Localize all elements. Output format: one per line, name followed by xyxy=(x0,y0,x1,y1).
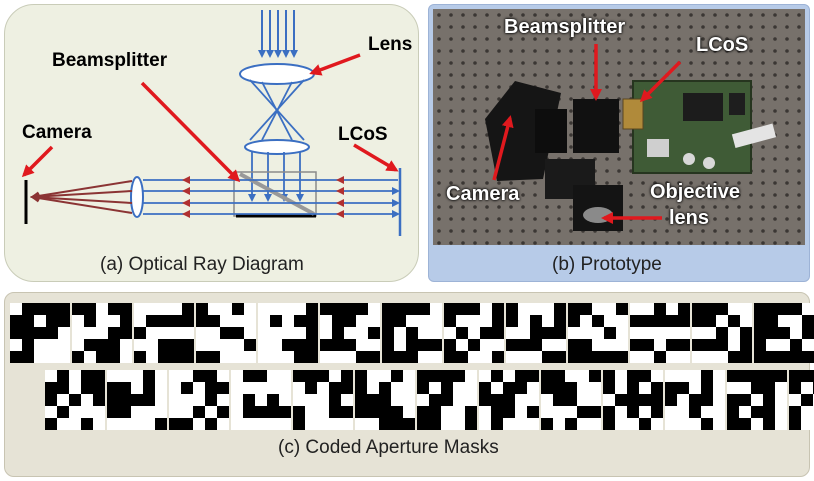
coded-aperture-mask xyxy=(603,370,663,430)
proto-objective-label: Objective xyxy=(650,181,741,203)
coded-aperture-mask xyxy=(196,303,256,363)
coded-aperture-mask xyxy=(169,370,229,430)
coded-aperture-mask xyxy=(382,303,442,363)
camera-lens xyxy=(130,176,144,218)
lcos-label: LCoS xyxy=(338,124,388,145)
coded-aperture-mask xyxy=(355,370,415,430)
camera-arrow xyxy=(21,145,54,178)
coded-aperture-mask xyxy=(789,370,814,430)
coded-aperture-mask xyxy=(665,370,725,430)
proto-lens-label: lens xyxy=(669,207,710,229)
coded-aperture-mask xyxy=(293,370,353,430)
camera-body xyxy=(485,81,561,181)
coded-aperture-mask xyxy=(45,370,105,430)
beamsplitter-assembly xyxy=(573,99,619,153)
prototype-photo xyxy=(433,9,805,245)
mask-row-1 xyxy=(10,303,814,363)
camera-label: Camera xyxy=(22,122,92,143)
coded-aperture-mask xyxy=(568,303,628,363)
mask-row-2 xyxy=(45,370,814,430)
coded-aperture-mask xyxy=(630,303,690,363)
proto-lcos-label: LCoS xyxy=(696,34,749,56)
panel-a-caption: (a) Optical Ray Diagram xyxy=(100,254,304,275)
coded-aperture-mask xyxy=(692,303,752,363)
coded-aperture-mask xyxy=(72,303,132,363)
lcos-arrow xyxy=(353,143,399,172)
coded-aperture-mask xyxy=(107,370,167,430)
lens-label: Lens xyxy=(368,34,413,55)
camera-rays xyxy=(30,180,133,214)
coded-aperture-mask xyxy=(754,303,814,363)
lens-arrow xyxy=(309,53,361,76)
collimating-lens xyxy=(244,139,310,155)
proto-beamsplitter-label: Beamsplitter xyxy=(504,16,626,38)
coded-aperture-mask xyxy=(134,303,194,363)
panel-b-caption: (b) Prototype xyxy=(552,254,662,275)
return-ray-arrows xyxy=(182,176,344,218)
prototype-arrows xyxy=(492,44,682,224)
coded-aperture-mask xyxy=(541,370,601,430)
coded-aperture-mask xyxy=(506,303,566,363)
proto-camera-label: Camera xyxy=(446,183,520,205)
coded-aperture-mask xyxy=(10,303,70,363)
prototype-illustration xyxy=(433,9,805,245)
proto-lcos-arrow xyxy=(639,60,682,103)
coded-aperture-mask xyxy=(444,303,504,363)
beamsplitter-label: Beamsplitter xyxy=(52,50,168,71)
coded-aperture-mask xyxy=(258,303,318,363)
panel-c-caption: (c) Coded Aperture Masks xyxy=(278,437,499,458)
coded-aperture-mask xyxy=(417,370,477,430)
proto-camera-arrow xyxy=(492,115,514,181)
coded-aperture-mask xyxy=(727,370,787,430)
coded-aperture-mask xyxy=(320,303,380,363)
optical-ray-diagram xyxy=(21,10,402,236)
beamsplitter-arrow xyxy=(140,81,241,183)
optical-ray-diagram-panel xyxy=(4,4,419,282)
coded-aperture-mask xyxy=(231,370,291,430)
coded-aperture-mask xyxy=(479,370,539,430)
lcos-module xyxy=(622,98,644,130)
focus-rays xyxy=(249,79,305,141)
